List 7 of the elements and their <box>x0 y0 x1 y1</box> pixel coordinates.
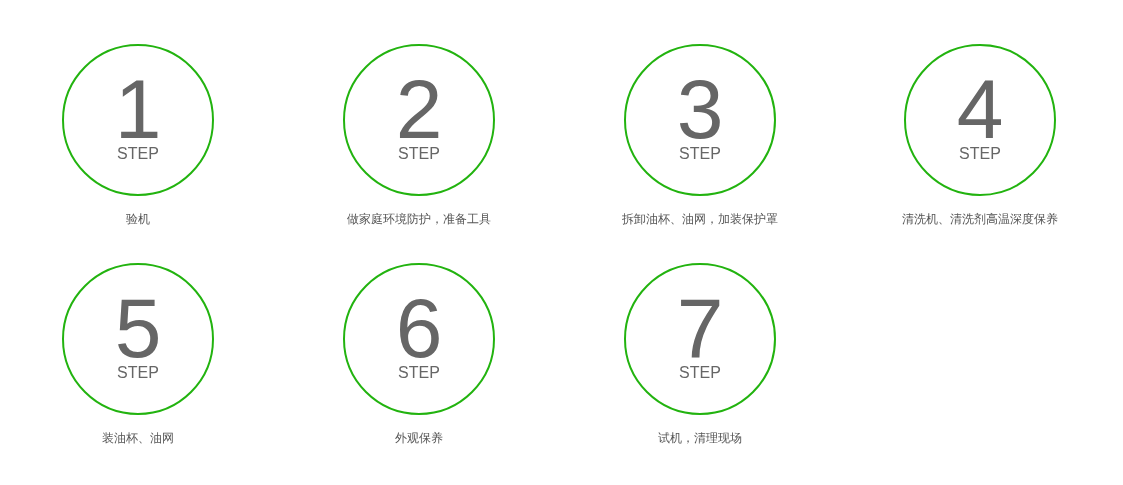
step-caption: 做家庭环境防护，准备工具 <box>347 211 491 227</box>
step-caption: 外观保养 <box>395 430 443 446</box>
step-caption: 拆卸油杯、油网，加装保护罩 <box>622 211 778 227</box>
step-caption: 清洗机、清洗剂高温深度保养 <box>902 211 1058 227</box>
step-caption: 装油杯、油网 <box>102 430 174 446</box>
step-caption: 验机 <box>126 211 150 227</box>
step-caption: 试机，清理现场 <box>658 430 742 446</box>
